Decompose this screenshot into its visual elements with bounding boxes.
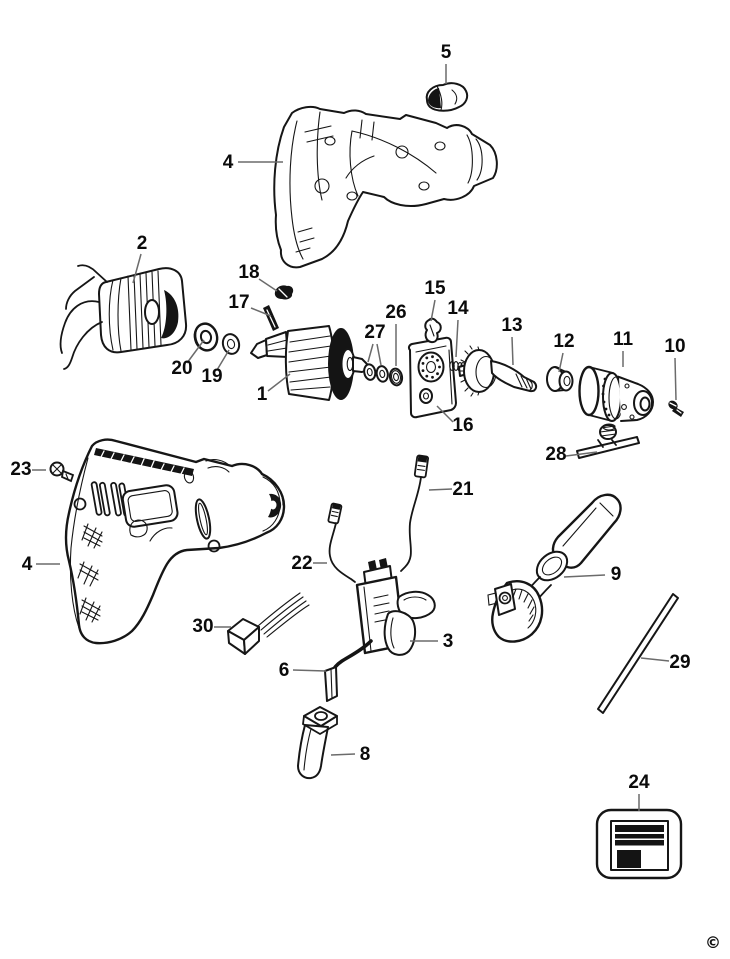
callout-20-bearing: 20 <box>171 358 192 379</box>
copyright-symbol: © <box>705 933 721 952</box>
depth-rod-drawing <box>597 593 679 714</box>
leader-line-1-armature <box>267 373 291 392</box>
callout-13-spindle: 13 <box>501 315 522 336</box>
leader-line-17-brush <box>250 307 272 317</box>
callout-18-brush-cap: 18 <box>238 262 259 283</box>
leader-line-13-spindle <box>511 336 514 366</box>
grip-hatch-pattern <box>77 523 103 623</box>
field-coil-drawing <box>59 264 188 370</box>
carbon-brush-drawing <box>263 305 279 331</box>
callout-4-upper-housing: 4 <box>223 152 234 173</box>
callout-22-wire: 22 <box>291 553 312 574</box>
brush-cap-drawing <box>274 285 294 300</box>
chuck-drawing <box>578 365 654 422</box>
rating-label-drawing <box>595 808 683 880</box>
leader-line-27-washers <box>376 343 382 366</box>
lock-button-drawing <box>425 82 469 112</box>
leader-line-2-field-coil <box>132 253 142 284</box>
leader-line-8-cord-guard <box>330 753 356 756</box>
housing-screw-drawing <box>49 461 75 483</box>
callout-5-lock-button: 5 <box>441 42 452 63</box>
callout-6-cable: 6 <box>279 660 290 681</box>
leader-line-10-chuck-screw <box>674 357 677 401</box>
leader-line-9-side-handle <box>563 574 606 578</box>
callout-17-brush: 17 <box>228 292 249 313</box>
callout-24-label: 24 <box>628 772 650 793</box>
side-handle-drawing <box>487 493 622 643</box>
cable-drawing <box>324 639 373 702</box>
callout-3-switch: 3 <box>443 631 454 652</box>
suppressor-drawing <box>227 592 310 655</box>
callout-30-suppressor: 30 <box>192 616 213 637</box>
leader-line-16-gear-plate <box>436 405 454 423</box>
cord-guard-drawing <box>297 706 338 780</box>
callout-21-wire: 21 <box>452 479 474 500</box>
callout-28-chuck-key: 28 <box>545 444 566 465</box>
callout-8-cord-guard: 8 <box>360 744 371 765</box>
callout-15-lever: 15 <box>424 278 446 299</box>
leader-line-27-washers <box>367 343 374 363</box>
lower-housing-drawing <box>64 438 286 645</box>
washer-26-drawing <box>388 367 404 387</box>
callout-9-side-handle: 9 <box>611 564 622 585</box>
callout-29-depth-rod: 29 <box>669 652 690 673</box>
callout-23-housing-screw: 23 <box>10 459 31 480</box>
callout-12-bushing: 12 <box>553 331 574 352</box>
leader-line-20-bearing <box>186 339 205 364</box>
leader-line-6-cable <box>292 669 327 672</box>
callout-16-gear-plate: 16 <box>452 415 473 436</box>
leader-line-29-depth-rod <box>640 657 670 662</box>
leader-line-15-lever <box>430 299 436 322</box>
callout-19-washer: 19 <box>201 366 222 387</box>
leader-line-28-chuck-key <box>565 451 598 457</box>
bearing-drawing <box>193 322 219 352</box>
callout-26-washer: 26 <box>385 302 406 323</box>
callout-4-lower-housing: 4 <box>22 554 33 575</box>
armature-drawing <box>250 325 368 401</box>
callout-14-spring: 14 <box>447 298 469 319</box>
leader-line-21-wire <box>428 488 453 491</box>
switch-drawing <box>355 558 436 656</box>
callout-11-chuck: 11 <box>613 329 634 350</box>
callout-10-chuck-screw: 10 <box>664 336 685 357</box>
upper-housing-half-drawing <box>273 105 498 269</box>
leader-line-19-washer <box>216 349 230 371</box>
wire-21-drawing <box>400 454 429 572</box>
chuck-screw-drawing <box>668 400 684 417</box>
callout-27-washers: 27 <box>364 322 385 343</box>
gear-plate-drawing <box>407 336 457 419</box>
leader-line-12-bushing <box>558 352 564 373</box>
washers-27-drawing <box>363 363 389 383</box>
wire-22-drawing <box>327 502 356 583</box>
bushing-drawing <box>546 366 574 392</box>
spindle-gear-drawing <box>458 345 538 397</box>
lock-lever-drawing <box>424 317 442 344</box>
callout-2-field-coil: 2 <box>137 233 148 254</box>
leader-line-18-brush-cap <box>258 278 278 292</box>
callout-1-armature: 1 <box>257 384 268 405</box>
leader-line-14-spring <box>455 319 459 358</box>
washer-19-drawing <box>221 333 241 355</box>
